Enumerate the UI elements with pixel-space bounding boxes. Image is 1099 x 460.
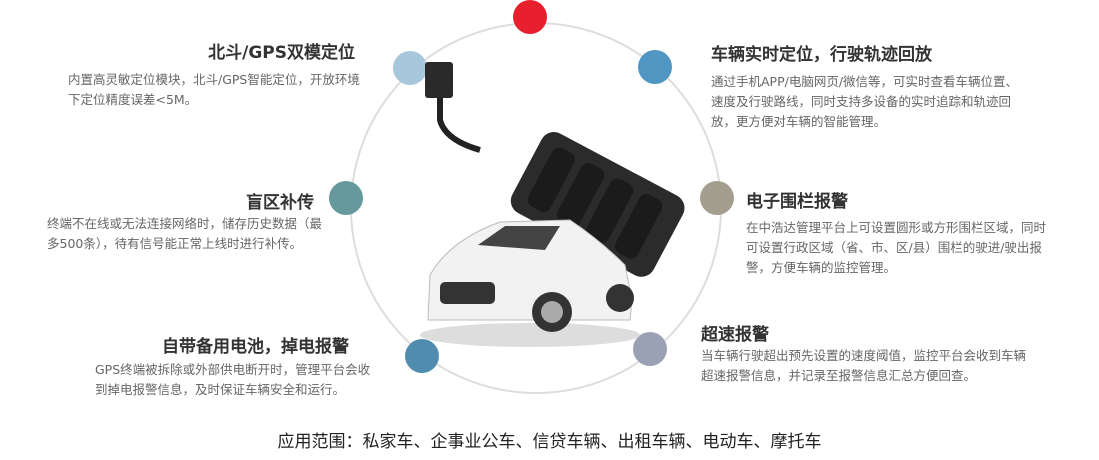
feature-description: 在中浩达管理平台上可设置圆形或方形围栏区域，同时可设置行政区域（省、市、区/县）… xyxy=(746,220,1047,275)
feature-description: 终端不在线或无法连接网络时，储存历史数据（最多500条），待有信号能正常上线时进… xyxy=(47,216,323,251)
feature-title: 北斗/GPS双模定位 xyxy=(208,43,355,63)
feature-description: 通过手机APP/电脑网页/微信等，可实时查看车辆位置、速度及行驶路线，同时支持多… xyxy=(711,74,1019,129)
feature-title: 车辆实时定位，行驶轨迹回放 xyxy=(711,45,932,65)
car-image xyxy=(420,219,640,347)
feature-title: 盲区补传 xyxy=(246,193,314,213)
feature-dot xyxy=(329,181,363,215)
feature-title: 超速报警 xyxy=(701,325,769,345)
feature-dot xyxy=(393,51,427,85)
feature-dot xyxy=(638,50,672,84)
application-scope: 应用范围：私家车、企事业公车、信贷车辆、出租车辆、电动车、摩托车 xyxy=(277,432,822,452)
feature-dot xyxy=(633,332,667,366)
feature-title: 电子围栏报警 xyxy=(746,192,848,212)
feature-title: 自带备用电池，掉电报警 xyxy=(162,337,349,357)
feature-description: 当车辆行驶超出预先设置的速度阈值，监控平台会收到车辆超速报警信息，并记录至报警信… xyxy=(701,348,1027,383)
feature-dot xyxy=(405,339,439,373)
feature-dot xyxy=(700,181,734,215)
feature-description: 内置高灵敏定位模块，北斗/GPS智能定位，开放环境下定位精度误差<5M。 xyxy=(68,72,360,107)
top-dot xyxy=(513,0,547,34)
gps-tracker-image xyxy=(425,62,685,277)
feature-description: GPS终端被拆除或外部供电断开时，管理平台会收到掉电报警信息，及时保证车辆安全和… xyxy=(95,362,371,397)
